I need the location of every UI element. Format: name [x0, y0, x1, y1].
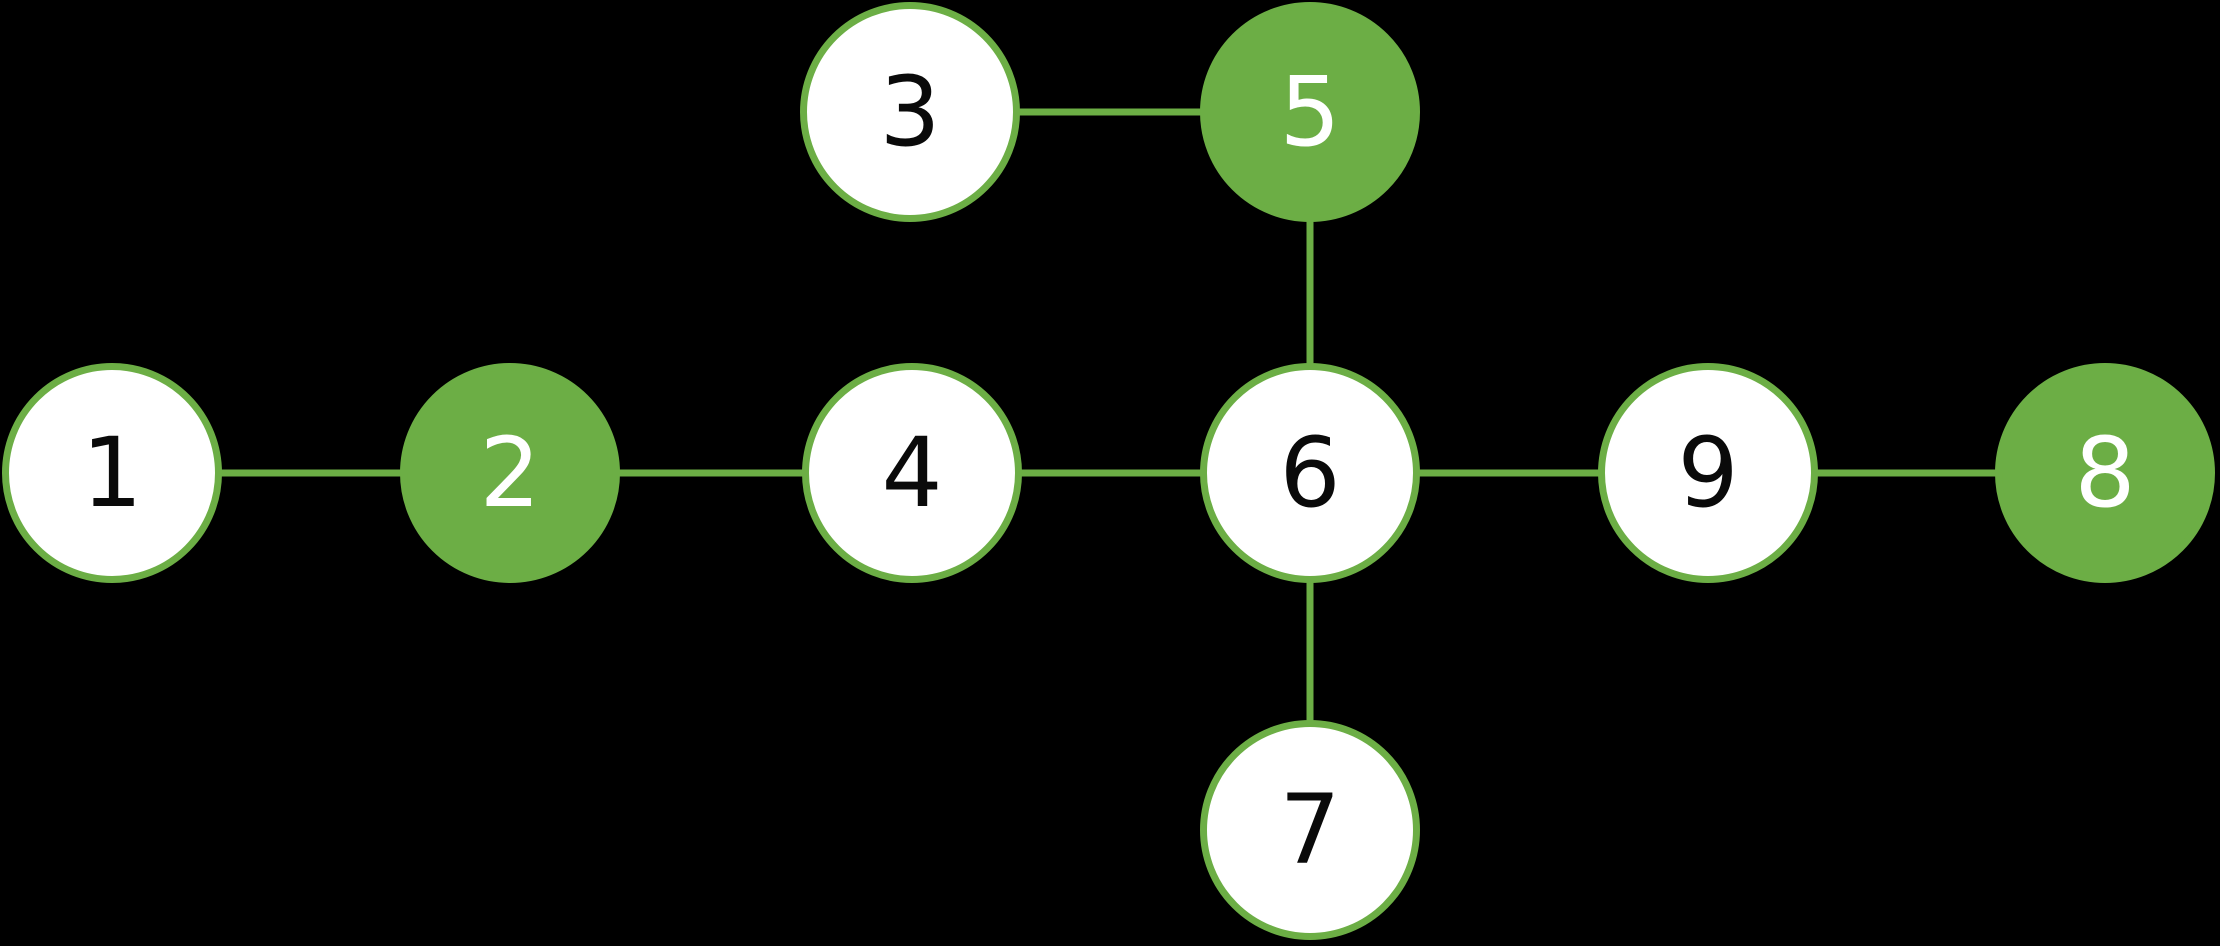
- graph-node-2[interactable]: 2: [400, 363, 620, 583]
- node-circle-4[interactable]: [802, 363, 1022, 583]
- node-circle-6[interactable]: [1200, 363, 1420, 583]
- graph-node-1[interactable]: 1: [2, 363, 222, 583]
- graph-node-8[interactable]: 8: [1995, 363, 2215, 583]
- node-circle-5[interactable]: [1200, 2, 1420, 222]
- node-circle-2[interactable]: [400, 363, 620, 583]
- node-circle-8[interactable]: [1995, 363, 2215, 583]
- graph-node-6[interactable]: 6: [1200, 363, 1420, 583]
- graph-node-3[interactable]: 3: [800, 2, 1020, 222]
- graph-node-4[interactable]: 4: [802, 363, 1022, 583]
- node-circle-9[interactable]: [1598, 363, 1818, 583]
- node-circle-1[interactable]: [2, 363, 222, 583]
- node-circle-7[interactable]: [1200, 720, 1420, 940]
- graph-node-7[interactable]: 7: [1200, 720, 1420, 940]
- node-circle-3[interactable]: [800, 2, 1020, 222]
- graph-node-5[interactable]: 5: [1200, 2, 1420, 222]
- graph-node-9[interactable]: 9: [1598, 363, 1818, 583]
